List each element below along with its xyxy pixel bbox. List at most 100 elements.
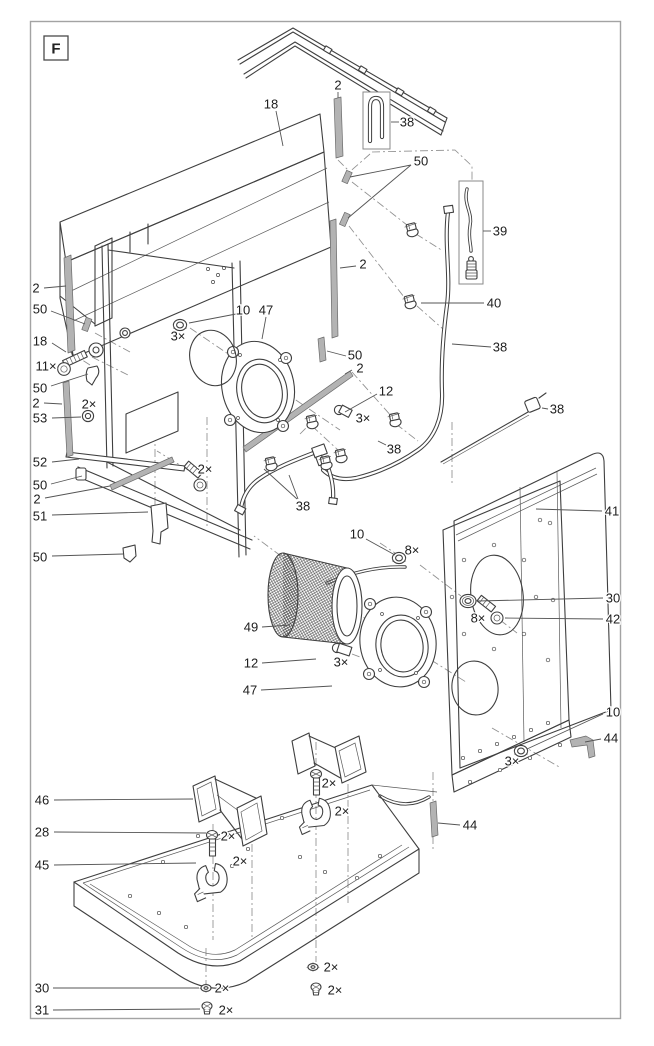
- pin-50-right: [317, 336, 327, 363]
- callout-2-left-mid: 2: [32, 396, 39, 411]
- callout-38-hose-low: 38: [296, 499, 310, 514]
- leader-38-hose-mid: [377, 440, 387, 446]
- o-ring-seal: [189, 329, 237, 387]
- bolt-42: [476, 594, 504, 625]
- callout-46-left: 46: [35, 793, 49, 808]
- callout-qty-2x-screw2: 2×: [322, 776, 337, 791]
- screw-31-left: [201, 1001, 213, 1015]
- hose-assembly-38: [234, 204, 455, 516]
- callout-2-left-top: 2: [32, 281, 39, 296]
- callout-10-nut-bot: 10: [606, 705, 620, 720]
- leader-44-strip: [437, 822, 461, 826]
- leader-12-plug-low: [261, 658, 317, 664]
- leader-50-top: [347, 164, 412, 219]
- callout-qty-3x-low: 3×: [334, 655, 349, 670]
- hose-clamp-40: [401, 293, 418, 311]
- callout-30-washer: 30: [606, 591, 620, 606]
- callout-qty-8x-nut: 8×: [405, 543, 420, 558]
- callout-44-strip: 44: [463, 818, 477, 833]
- callout-50-left-4: 50: [33, 550, 47, 565]
- callout-qty-2x-clip2: 2×: [335, 804, 350, 819]
- leader-10-nut-top: [188, 313, 237, 324]
- seal-bar-2-left: [109, 456, 175, 491]
- cable-tie-38: [440, 392, 547, 465]
- callout-47-flange-low: 47: [243, 683, 257, 698]
- leader-50-left-3: [50, 475, 83, 485]
- leader-12-plug-mid: [344, 393, 378, 413]
- callout-50-mid-right: 50: [348, 348, 362, 363]
- leader-18-top: [275, 110, 284, 147]
- leader-41-panel: [535, 508, 603, 512]
- callout-qty-2x-washerL: 2×: [215, 981, 230, 996]
- callout-53-left: 53: [33, 411, 47, 426]
- callout-qty-8x-bolt: 8×: [471, 611, 486, 626]
- plug-12-low: [331, 642, 353, 657]
- leader-50-top: [349, 164, 412, 178]
- leader-42-bolt: [504, 617, 604, 620]
- callout-qty-2x-screwR: 2×: [328, 983, 343, 998]
- leader-50-left-1: [50, 310, 86, 325]
- callout-2-left-bot: 2: [33, 492, 40, 507]
- screw-28-left: [205, 829, 219, 857]
- bracket-51: [150, 502, 169, 545]
- leader-28-left: [53, 831, 207, 834]
- bracket-44: [569, 735, 596, 759]
- mesh-screen: [125, 391, 179, 454]
- callout-qty-11x: 11×: [35, 359, 56, 374]
- pin-50-top2: [339, 211, 351, 227]
- callout-qty-2x-screwL: 2×: [219, 1003, 234, 1018]
- hose-clamp: [386, 411, 403, 429]
- hose-clamp: [303, 413, 320, 431]
- callout-qty-2x-washerR: 2×: [324, 960, 339, 975]
- callout-qty-2x-bolt: 2×: [198, 462, 213, 477]
- leader-51-left: [51, 511, 149, 516]
- top-pipe-assembly: [237, 27, 448, 136]
- callout-45-left: 45: [35, 858, 49, 873]
- roller-46-left: [192, 775, 268, 847]
- leader-53-left: [51, 416, 82, 419]
- leader-31-left: [52, 1008, 201, 1011]
- callout-qty-3x-mid: 3×: [356, 411, 371, 426]
- callout-28-left: 28: [35, 825, 49, 840]
- hose-clamp: [332, 447, 349, 465]
- pipe-connector: [426, 106, 437, 116]
- bolt-2x: [183, 460, 207, 492]
- leader-2-left-top: [43, 285, 67, 289]
- callout-41-panel: 41: [605, 504, 619, 519]
- callout-18-left: 18: [33, 334, 47, 349]
- flange-47-upper: [220, 340, 296, 434]
- callout-50-top: 50: [414, 154, 428, 169]
- callout-38-hose-mid: 38: [387, 442, 401, 457]
- clip-45-left: [191, 861, 230, 903]
- plug-12-mid: [333, 404, 353, 418]
- pin-50-top1: [341, 169, 353, 185]
- callout-2-top: 2: [334, 78, 341, 93]
- figure-letter: F: [51, 41, 60, 58]
- leader-47-flange-top: [261, 316, 267, 340]
- utube-38-boxed: [362, 91, 391, 150]
- leader-44-bracket: [584, 738, 602, 743]
- washer-30-right: [306, 961, 320, 973]
- roller-46-right: [291, 732, 367, 784]
- callout-38-utube: 38: [400, 115, 414, 130]
- callout-10-nut-mid: 10: [350, 527, 364, 542]
- callout-qty-2x-clip1: 2×: [233, 854, 248, 869]
- grommet: [88, 342, 104, 358]
- pipe-connector: [322, 45, 333, 55]
- leader-38-hose-low: [288, 474, 299, 500]
- callout-qty-3x-top: 3×: [171, 329, 186, 344]
- callout-qty-3x-bot: 3×: [505, 754, 520, 769]
- leader-38-cable-tie: [541, 407, 549, 410]
- callout-50-left-2: 50: [33, 381, 47, 396]
- callout-18-top: 18: [264, 97, 278, 112]
- left-fasteners: [57, 342, 207, 492]
- hose-end-fitting: [234, 503, 247, 516]
- callout-40-clamp: 40: [487, 296, 501, 311]
- hose-end-fitting: [443, 204, 455, 215]
- bolt-11x: [57, 349, 88, 376]
- callout-31-left: 31: [35, 1003, 49, 1018]
- pipe-connector: [357, 65, 368, 75]
- leader-50-left-2: [50, 373, 89, 387]
